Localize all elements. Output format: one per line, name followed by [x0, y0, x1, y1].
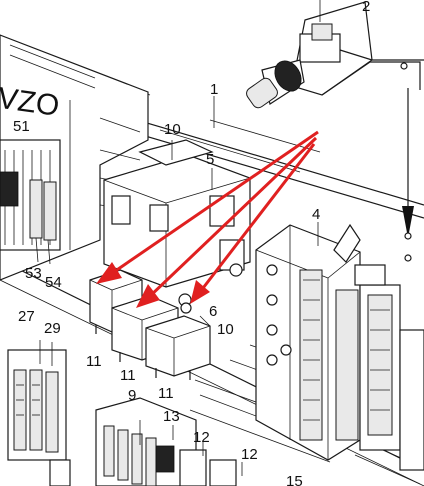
callout-4: 4 — [312, 206, 320, 223]
callout-10-top: 10 — [164, 121, 181, 138]
callout-53: 53 — [25, 265, 42, 282]
callout-11-c: 11 — [158, 385, 174, 402]
callout-10-bottom: 10 — [217, 321, 234, 338]
callout-11-b: 11 — [120, 367, 136, 384]
callout-51: 51 — [13, 118, 30, 135]
fuse-block-lower-left — [7, 340, 71, 486]
arrow-to-relay-3 — [198, 143, 316, 293]
fuse-block-left — [0, 139, 61, 265]
callout-6: 6 — [209, 303, 217, 320]
callout-2: 2 — [362, 0, 370, 15]
arrow-head-2 — [136, 284, 160, 308]
relay-3 — [145, 302, 211, 380]
panel-stamp: VZO — [0, 82, 61, 123]
callout-9: 9 — [128, 387, 136, 404]
arrow-to-relay-2 — [146, 136, 318, 300]
callout-1: 1 — [210, 81, 218, 98]
callout-54: 54 — [45, 274, 62, 291]
arrow-head-1 — [96, 262, 122, 284]
callout-29: 29 — [44, 320, 61, 337]
callout-13: 13 — [163, 408, 180, 425]
switch-bracket — [246, 1, 424, 262]
connector-right — [354, 264, 424, 471]
leader-lines — [171, 0, 321, 327]
callout-12-a: 12 — [193, 429, 210, 446]
indicator-arrows — [96, 130, 319, 308]
callout-15: 15 — [286, 473, 303, 486]
callout-12-b: 12 — [241, 446, 258, 463]
callout-11-a: 11 — [86, 353, 102, 370]
connector-4 — [255, 223, 361, 461]
callout-27: 27 — [18, 308, 35, 325]
callout-5: 5 — [206, 151, 214, 168]
arrow-to-relay-1 — [107, 130, 319, 278]
fuse-row-lower — [95, 397, 243, 486]
arrow-head-3 — [190, 280, 210, 304]
